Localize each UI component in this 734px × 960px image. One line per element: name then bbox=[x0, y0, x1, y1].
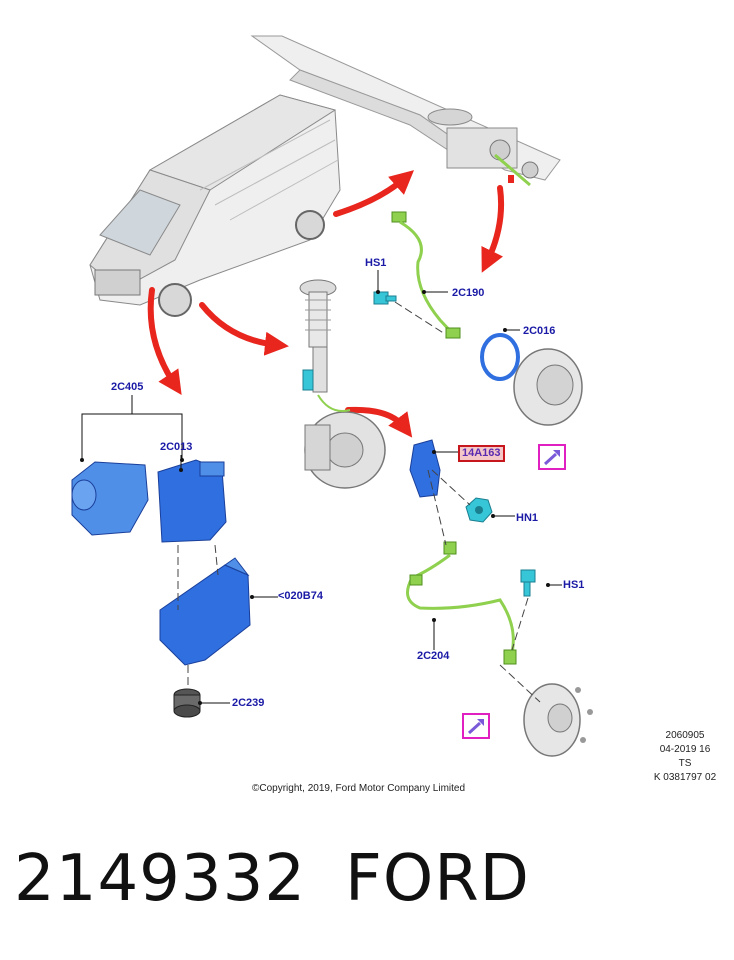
label-2c239: 2C239 bbox=[232, 697, 265, 709]
abs-module-drawing bbox=[71, 459, 227, 543]
grommet-2c239-drawing bbox=[173, 688, 201, 718]
sensor-2c204-drawing bbox=[406, 541, 517, 665]
label-020b74: <020B74 bbox=[278, 590, 323, 602]
bolt-hs1-top-drawing bbox=[373, 291, 397, 305]
note-arrow-icon bbox=[467, 719, 484, 735]
subframe-drawing bbox=[250, 35, 561, 187]
bolt-hs1-bottom-drawing bbox=[520, 569, 536, 597]
sensor-2c190-drawing bbox=[391, 211, 461, 339]
nut-hn1-drawing bbox=[465, 497, 493, 523]
brand-name: FORD bbox=[345, 842, 530, 916]
label-hs1-bottom: HS1 bbox=[563, 579, 585, 591]
note-arrow-icon bbox=[543, 450, 560, 466]
note-box-bottom[interactable] bbox=[462, 713, 490, 739]
tone-ring-2c016-drawing bbox=[480, 333, 520, 381]
label-2c016: 2C016 bbox=[523, 325, 556, 337]
label-14a163: 14A163 bbox=[458, 445, 505, 462]
wheel-hub-drawing bbox=[523, 683, 593, 757]
reference-block: 2060905 04-2019 16 TS K 0381797 02 bbox=[640, 729, 730, 785]
reference-line-3: TS bbox=[678, 758, 692, 769]
red-arrows bbox=[147, 170, 505, 438]
leader-dots bbox=[80, 290, 550, 705]
reference-line-2: 04-2019 16 bbox=[659, 744, 711, 755]
note-box-top[interactable] bbox=[538, 444, 566, 470]
reference-line-1: 2060905 bbox=[665, 730, 705, 741]
strut-assembly-drawing bbox=[299, 279, 386, 489]
label-hs1-top: HS1 bbox=[365, 257, 387, 269]
label-2c405: 2C405 bbox=[111, 381, 144, 393]
leader-lines bbox=[81, 270, 562, 704]
label-2c204: 2C204 bbox=[417, 650, 450, 662]
label-2c190: 2C190 bbox=[452, 287, 485, 299]
part-number: 2149332 bbox=[14, 842, 307, 916]
bracket-020b74-drawing bbox=[159, 557, 251, 666]
bracket-14a163-drawing bbox=[409, 439, 441, 498]
brake-disc-drawing bbox=[513, 348, 583, 426]
van-drawing bbox=[89, 94, 341, 317]
reference-line-4: K 0381797 02 bbox=[653, 772, 717, 783]
copyright-text: ©Copyright, 2019, Ford Motor Company Lim… bbox=[252, 783, 466, 794]
dashed-lines bbox=[177, 301, 541, 703]
label-hn1: HN1 bbox=[516, 512, 539, 524]
label-2c013: 2C013 bbox=[160, 441, 193, 453]
